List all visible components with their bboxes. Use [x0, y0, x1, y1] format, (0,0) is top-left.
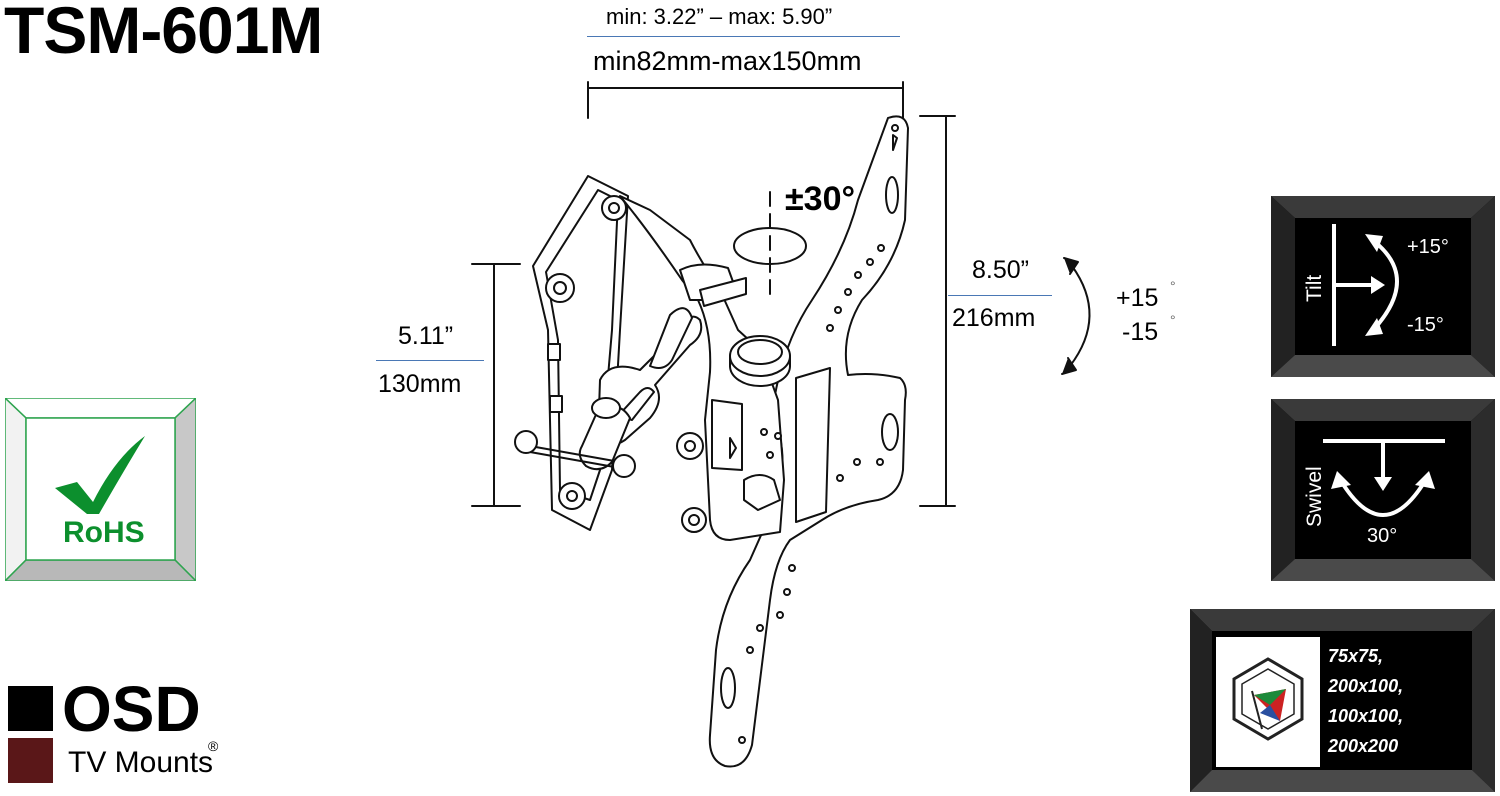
- brand-square-maroon: [8, 738, 53, 783]
- tilt-plus-label: +15: [1116, 284, 1159, 312]
- height-label-rule: [948, 295, 1052, 296]
- height-mm-label: 216mm: [952, 304, 1036, 332]
- tilt-minus-value: -15°: [1407, 314, 1444, 336]
- tilt-minus-label: -15: [1122, 318, 1159, 346]
- swivel-panel-bevel: [1271, 399, 1495, 581]
- rohs-badge-frame: [3, 396, 198, 583]
- swivel-panel: Swivel 30°: [1271, 399, 1495, 581]
- tv-plate: [708, 115, 909, 768]
- tilt-plus-degree: °: [1170, 278, 1176, 294]
- width-mm-label: min82mm-max150mm: [593, 46, 862, 76]
- checkmark-icon: [55, 436, 145, 514]
- depth-mm-label: 130mm: [378, 370, 462, 398]
- height-inch-label: 8.50”: [972, 256, 1029, 284]
- brand-name: OSD: [62, 673, 201, 745]
- vesa-pattern-list: 75x75, 200x100, 100x100, 200x200: [1328, 641, 1403, 761]
- tilt-pointer-icon: [1371, 276, 1385, 294]
- vesa-pattern: 75x75,: [1328, 646, 1384, 666]
- tension-knob: [729, 335, 791, 387]
- tilt-arc-icon: [1373, 240, 1399, 330]
- rohs-badge: RoHS: [3, 396, 198, 583]
- swivel-angle-marker: ±30°: [785, 180, 856, 218]
- tilt-minus-degree: °: [1170, 312, 1176, 328]
- depth-dimension-bracket: [471, 263, 521, 507]
- vesa-logo-icon: [1232, 657, 1304, 741]
- vesa-panel-bevel: [1190, 609, 1495, 792]
- tilt-arc-arrow: [1061, 257, 1091, 375]
- rohs-label: RoHS: [63, 516, 145, 549]
- vesa-pattern: 100x100,: [1328, 706, 1404, 726]
- swivel-arc-icon: [1339, 479, 1427, 517]
- brand-subtitle: TV Mounts: [68, 746, 214, 779]
- locking-pin: [514, 307, 693, 478]
- brand-square-black: [8, 686, 53, 731]
- tilt-label: Tilt: [1303, 274, 1326, 302]
- vesa-panel: 75x75, 200x100, 100x100, 200x200: [1190, 609, 1495, 792]
- width-inch-label: min: 3.22” – max: 5.90”: [606, 4, 833, 29]
- vesa-pattern: 200x100,: [1328, 676, 1404, 696]
- tilt-panel-bevel: [1271, 196, 1495, 377]
- depth-label-rule: [376, 360, 484, 361]
- registered-mark: ®: [208, 738, 219, 754]
- swivel-pointer-icon: [1374, 477, 1392, 491]
- swivel-angle-value: 30°: [1367, 525, 1398, 547]
- swivel-axis-marker: [733, 191, 807, 301]
- height-dimension-bracket: [919, 115, 956, 507]
- depth-inch-label: 5.11”: [398, 322, 454, 350]
- vesa-pattern: 200x200: [1328, 736, 1399, 756]
- tilt-panel: Tilt +15° -15°: [1271, 196, 1495, 377]
- wall-bracket: [532, 175, 629, 531]
- swivel-label: Swivel: [1303, 466, 1326, 527]
- width-label-rule: [587, 36, 900, 37]
- tilt-plus-value: +15°: [1407, 236, 1449, 258]
- product-title: TSM-601M: [4, 0, 323, 67]
- width-dimension-bracket: [587, 81, 904, 119]
